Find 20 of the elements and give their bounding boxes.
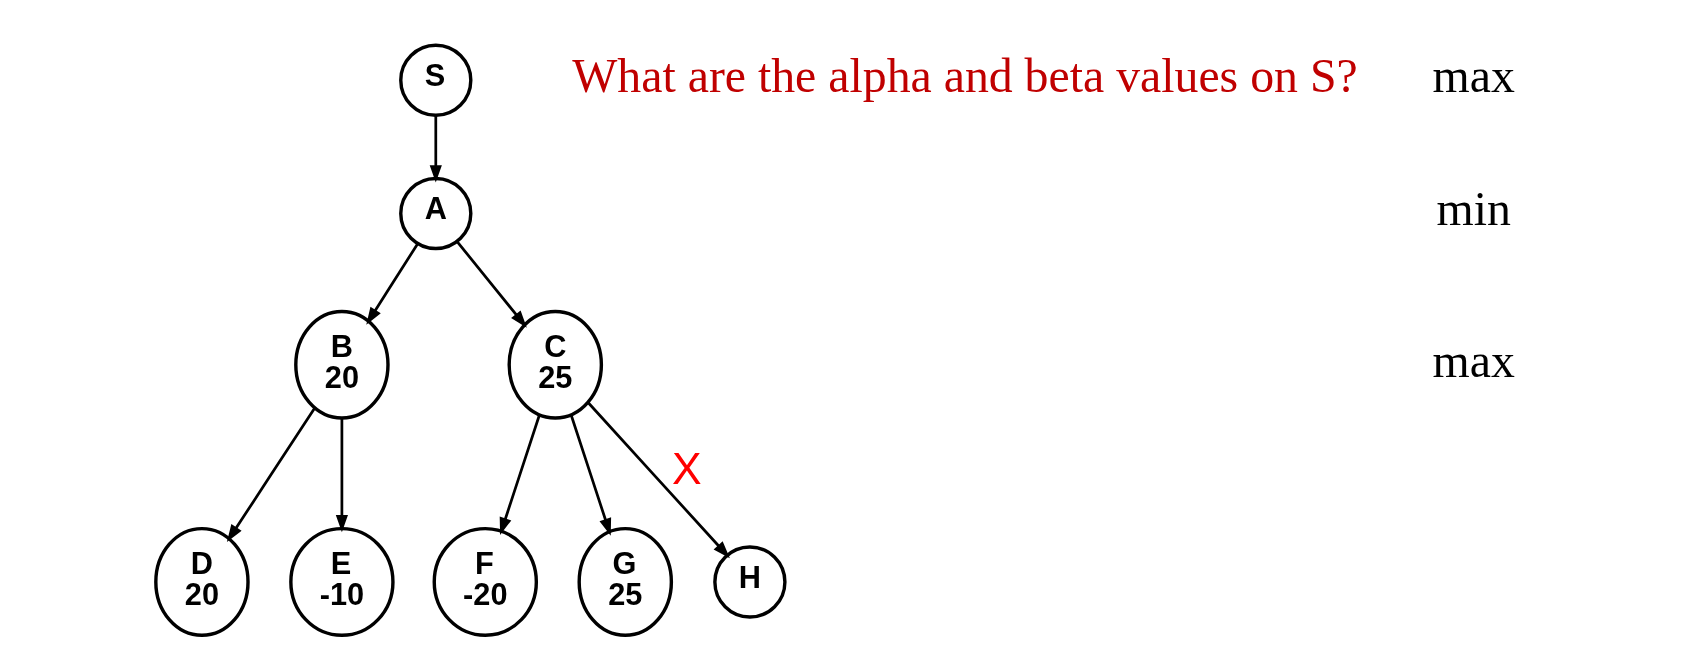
node-circle: A <box>398 176 472 251</box>
node-circle: E -10 <box>288 526 395 637</box>
edge-label: X <box>671 444 702 494</box>
arrow <box>226 407 316 543</box>
node-ellipse: B 20 <box>293 309 390 420</box>
arrow <box>429 115 442 183</box>
arrow <box>586 401 730 559</box>
label: max <box>1432 49 1515 103</box>
node-ellipse: G 25 <box>576 526 673 637</box>
node-circle: S <box>398 43 472 117</box>
arrow <box>499 414 541 536</box>
arrow <box>455 240 527 328</box>
arrow <box>569 414 611 536</box>
node-circle: H <box>712 545 787 619</box>
label: What are the alpha and beta values on S? <box>571 49 1358 103</box>
label: min <box>1436 182 1511 236</box>
arrow <box>365 242 419 325</box>
node-circle: F -20 <box>432 526 538 637</box>
arrow <box>335 418 348 533</box>
label: max <box>1432 333 1515 387</box>
